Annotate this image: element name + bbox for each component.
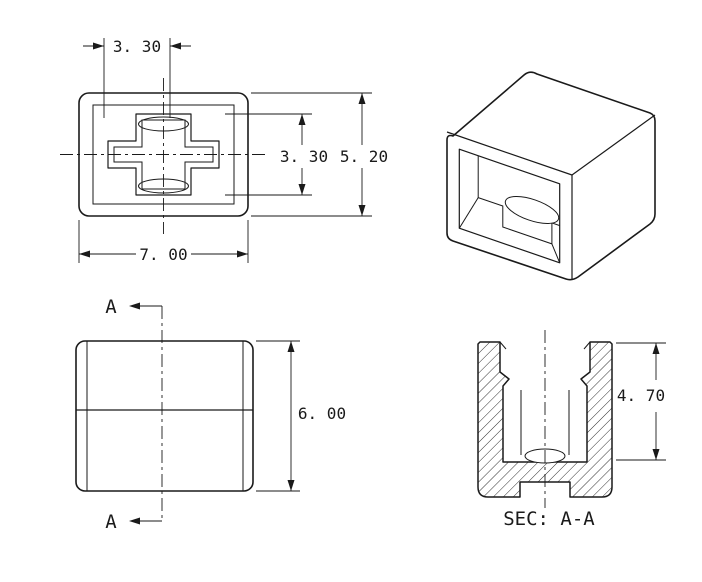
- side-outline: [75, 340, 254, 492]
- section-rim-chamfer-right: [583, 341, 591, 350]
- dim-inner-height: 3. 30: [225, 113, 328, 196]
- dim-label-overall-height: 5. 20: [340, 147, 388, 166]
- dim-top-width: 3. 30: [83, 37, 191, 118]
- iso-view: [446, 71, 656, 281]
- dim-label-overall-width: 7. 00: [139, 245, 187, 264]
- dim-section-depth: 4. 70: [616, 342, 666, 461]
- dim-label-top-width: 3. 30: [113, 37, 161, 56]
- iso-silhouette: [446, 71, 656, 281]
- dim-label-section-depth: 4. 70: [617, 386, 665, 405]
- section-cut-marker-top: A: [105, 296, 162, 318]
- front-cross-cavity-inner: [113, 119, 214, 190]
- section-material: [477, 341, 613, 498]
- iso-edge-top-right: [571, 114, 656, 176]
- iso-edge-front-top: [446, 131, 573, 176]
- section-cut-marker-bottom: A: [105, 511, 162, 533]
- dim-label-inner-height: 3. 30: [280, 147, 328, 166]
- section-caption: SEC: A-A: [503, 508, 595, 530]
- dim-label-side-height: 6. 00: [298, 404, 346, 423]
- side-view: A A 6. 00: [75, 296, 346, 533]
- front-view: 3. 30 3. 30 5. 20: [60, 37, 388, 264]
- front-cross-cavity-outer: [107, 113, 220, 196]
- section-label-bottom: A: [105, 511, 117, 533]
- iso-cavity-wall-edge-3: [551, 243, 560, 263]
- section-rim-chamfer-left: [499, 341, 507, 350]
- dim-overall-width: 7. 00: [78, 220, 249, 264]
- iso-hole-ellipse: [504, 196, 560, 224]
- dim-overall-height: 5. 20: [251, 92, 388, 217]
- section-view: 4. 70 SEC: A-A: [477, 330, 666, 530]
- dim-side-height: 6. 00: [256, 340, 346, 492]
- iso-cavity-wall-edge-2: [459, 197, 479, 229]
- section-label-top: A: [105, 296, 117, 318]
